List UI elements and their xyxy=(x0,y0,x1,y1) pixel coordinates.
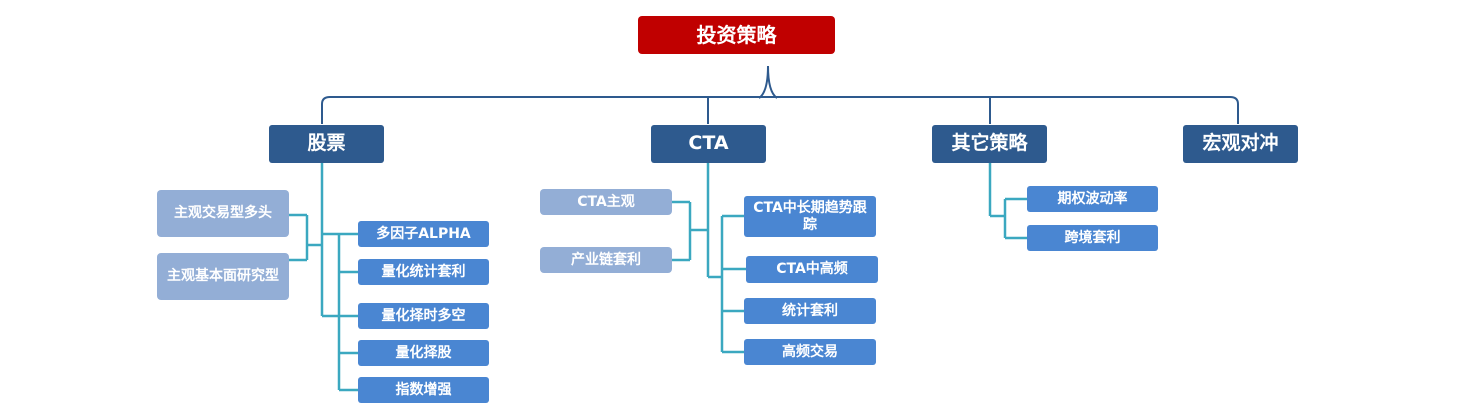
cta-right-item: 高频交易 xyxy=(744,339,876,365)
stock-quant-item: 多因子ALPHA xyxy=(358,221,489,247)
other-item: 跨境套利 xyxy=(1027,225,1158,251)
stock-subjective-item: 主观基本面研究型 xyxy=(157,253,289,300)
cta-right-item: CTA中高频 xyxy=(746,256,878,283)
cta-right-item: 统计套利 xyxy=(744,298,876,324)
cta-right-item: CTA中长期趋势跟踪 xyxy=(744,196,876,237)
stock-quant-item: 指数增强 xyxy=(358,377,489,403)
cta-left-item: 产业链套利 xyxy=(540,247,672,273)
category-other: 其它策略 xyxy=(932,125,1047,163)
other-item: 期权波动率 xyxy=(1027,186,1158,212)
stock-subjective-item: 主观交易型多头 xyxy=(157,190,289,237)
brace-bar xyxy=(321,96,1239,124)
category-stock: 股票 xyxy=(269,125,384,163)
category-cta: CTA xyxy=(651,125,766,163)
stock-quant-item: 量化择时多空 xyxy=(358,303,489,329)
stock-quant-item: 量化择股 xyxy=(358,340,489,366)
category-macro: 宏观对冲 xyxy=(1183,125,1298,163)
brace-tip-left xyxy=(758,65,769,99)
brace-tip-right xyxy=(767,65,778,99)
stock-quant-item: 量化统计套利 xyxy=(358,259,489,285)
cta-left-item: CTA主观 xyxy=(540,189,672,215)
root-node: 投资策略 xyxy=(638,16,835,54)
